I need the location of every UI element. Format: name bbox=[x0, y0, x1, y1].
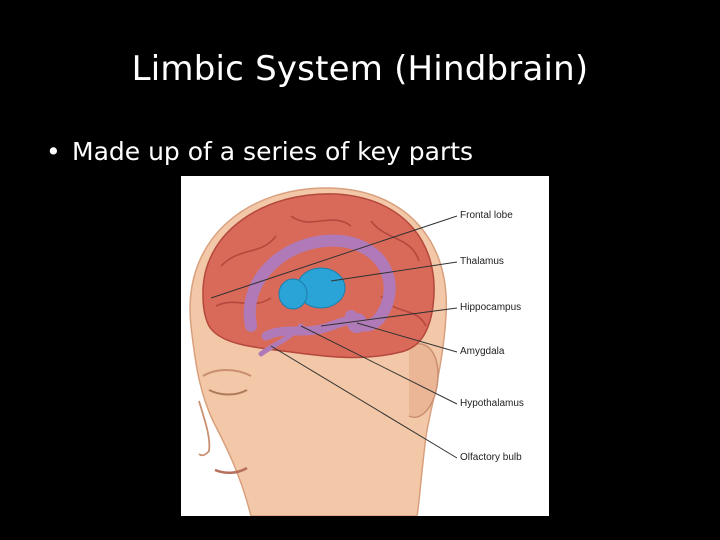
bullet-text: Made up of a series of key parts bbox=[72, 137, 474, 166]
nose bbox=[198, 400, 211, 457]
label-thalamus: Thalamus bbox=[460, 256, 504, 267]
ear bbox=[408, 343, 439, 418]
label-hippocampus: Hippocampus bbox=[460, 302, 522, 313]
brain-diagram bbox=[189, 187, 458, 516]
slide-title: Limbic System (Hindbrain) bbox=[131, 49, 589, 89]
label-olfactory-bulb: Olfactory bulb bbox=[460, 452, 522, 463]
mouth bbox=[214, 466, 248, 474]
label-amygdala: Amygdala bbox=[460, 346, 505, 357]
label-frontal-lobe: Frontal lobe bbox=[460, 210, 513, 221]
limbic-arc bbox=[243, 234, 396, 332]
olfactory-tract bbox=[258, 323, 304, 357]
bullet-item: • Made up of a series of key parts bbox=[46, 132, 473, 172]
limbic-system-illustration: Frontal lobe Thalamus Hippocampus Amygda… bbox=[181, 176, 549, 516]
bullet-glyph: • bbox=[46, 137, 61, 166]
eye-icon bbox=[208, 389, 248, 396]
label-hypothalamus: Hypothalamus bbox=[460, 398, 524, 409]
brow bbox=[202, 369, 252, 377]
